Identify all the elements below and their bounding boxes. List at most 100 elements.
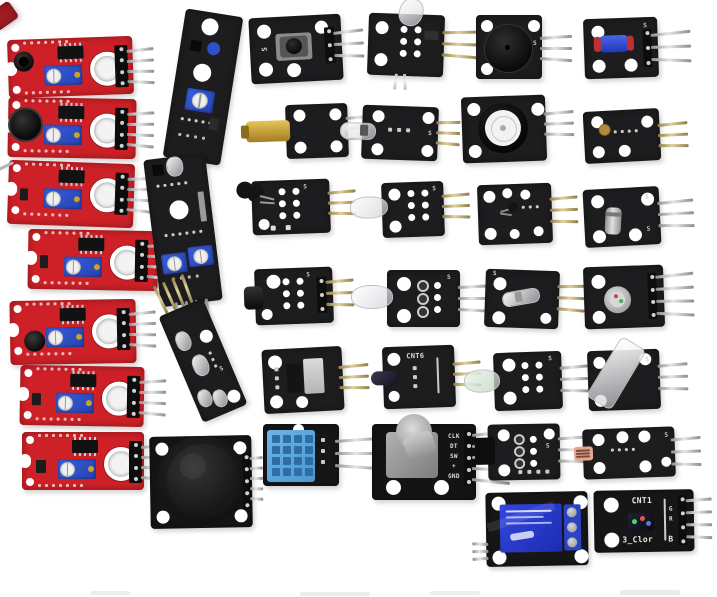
pin: [452, 360, 481, 366]
mounting-hole: [467, 102, 481, 117]
pcb-pad: [51, 40, 55, 44]
mounting-hole: [604, 532, 620, 548]
mounting-hole: [408, 213, 416, 222]
pin: [442, 30, 479, 34]
ic-legs: [61, 304, 84, 309]
laser-barrel: [245, 119, 291, 143]
mounting-hole: [421, 144, 434, 158]
module-touch-sensor-red: [16, 364, 167, 428]
pcb-pad: [26, 352, 30, 356]
header-pin-dot: [121, 310, 126, 315]
laser-tip: [240, 125, 250, 139]
pcb-pad: [321, 449, 325, 453]
silk-label: S: [664, 431, 669, 439]
pin: [441, 192, 470, 198]
silk-label: B: [668, 534, 674, 544]
pcb-pad: [23, 149, 27, 153]
pcb-pad: [274, 367, 279, 372]
pcb-pad: [156, 184, 160, 188]
pcb-pad: [77, 417, 81, 421]
mounting-hole: [197, 327, 215, 345]
ic-chip: [72, 440, 98, 453]
header-pin-dot: [650, 287, 655, 292]
pcb-pad: [33, 352, 37, 356]
pin: [550, 219, 579, 223]
mounting-hole: [388, 188, 401, 201]
pcb-pad: [164, 233, 168, 238]
pcb-pad: [57, 367, 61, 371]
shadow-smudge: [430, 591, 480, 595]
pcb-pad: [177, 181, 181, 186]
pcb-pad: [70, 417, 74, 421]
mounting-hole: [618, 144, 632, 158]
header-pin-dot: [133, 443, 138, 447]
microphone: [7, 106, 44, 143]
pcb-pad: [613, 130, 617, 134]
ic-legs: [80, 234, 103, 239]
slot-sensor-dark: [286, 363, 304, 393]
header-pin-dot: [119, 69, 124, 74]
pin: [338, 374, 369, 379]
header-pin-dot: [120, 81, 125, 86]
module-photo-interrupter-module: [261, 345, 370, 415]
pcb-pad: [24, 162, 29, 166]
pin: [557, 284, 586, 288]
ic-legs: [60, 102, 83, 107]
sensor-cap: [23, 330, 46, 352]
clear-led: [172, 328, 195, 354]
pcb-pad: [72, 231, 76, 235]
mounting-hole: [234, 509, 248, 523]
mounting-hole: [31, 274, 40, 284]
pcb-pad: [40, 352, 44, 356]
module-analog-temp-thermistor-module: [476, 182, 579, 246]
clear-led: [351, 285, 393, 309]
trimpot-screw: [76, 333, 83, 340]
mounting-hole: [592, 59, 606, 73]
pin: [127, 69, 155, 73]
pcb-pad: [536, 469, 541, 474]
pin: [127, 122, 155, 126]
header-pin-dot: [133, 477, 138, 481]
pcb-pad: [185, 133, 190, 138]
ir-receiver: [151, 163, 165, 177]
pin: [557, 296, 586, 300]
module-linear-hall-sensor-red: [24, 228, 175, 292]
mounting-hole: [528, 20, 540, 32]
mounting-hole: [521, 361, 529, 370]
module-auto-flash-led-module: [366, 0, 479, 91]
pcb-pad: [285, 225, 291, 231]
ic-legs: [60, 118, 83, 123]
mounting-hole: [293, 211, 301, 219]
pcb-pad: [208, 351, 213, 356]
mounting-hole: [11, 205, 20, 215]
pcb-pad: [171, 233, 175, 237]
ir-led: [206, 41, 222, 57]
mounting-hole: [639, 460, 652, 473]
module-active-buzzer-module: [460, 94, 575, 164]
pcb-pad: [38, 484, 41, 487]
mounting-hole: [520, 189, 531, 200]
header-pin-dot: [119, 121, 124, 126]
silk-label: S: [306, 271, 311, 279]
pcb-pad: [58, 213, 62, 217]
pcb-pad: [51, 231, 55, 235]
ic-legs: [59, 58, 82, 63]
header-pin-dot: [133, 465, 138, 470]
pcb-pad: [37, 149, 41, 153]
header-pin-dot: [645, 46, 650, 51]
pin: [650, 29, 691, 37]
component: [19, 188, 29, 201]
silk-label: S: [545, 442, 550, 450]
pin: [435, 141, 460, 146]
silk-label: S: [646, 225, 651, 233]
mounting-hole: [483, 190, 496, 204]
clear-led: [349, 195, 389, 220]
mounting-hole: [502, 358, 516, 372]
emitter-led: [165, 155, 185, 178]
pin: [127, 80, 155, 84]
mounting-hole: [295, 395, 309, 409]
pcb-pad: [213, 364, 218, 368]
mounting-hole: [156, 510, 170, 524]
mounting-hole: [640, 115, 654, 128]
